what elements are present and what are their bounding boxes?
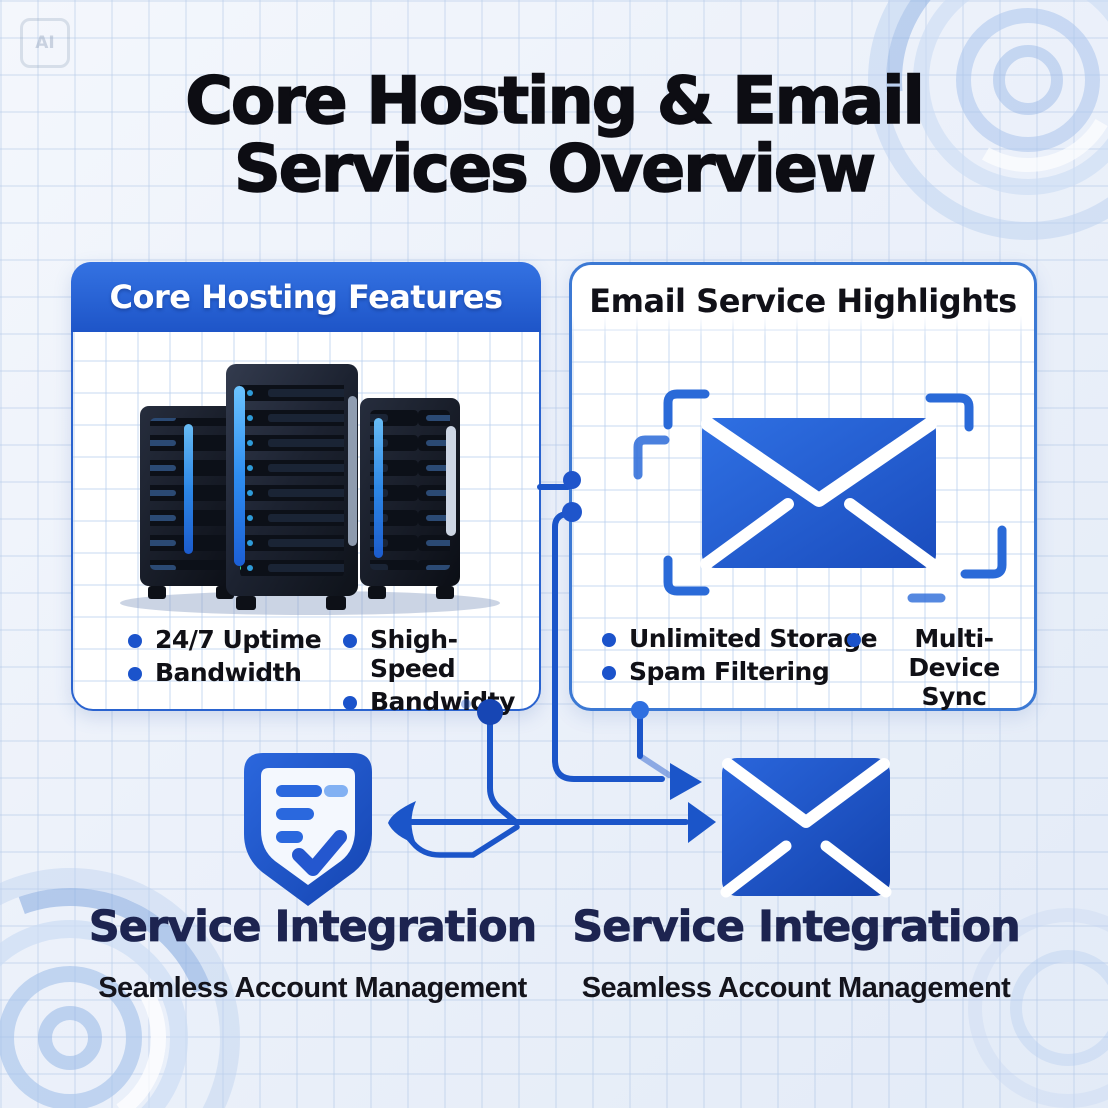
arrowhead-left-icon xyxy=(388,801,416,844)
page-title-line2: Services Overview xyxy=(233,132,877,208)
server-towers-icon xyxy=(120,364,500,615)
bullet-dot-icon xyxy=(128,666,142,681)
hosting-bullets-col2: Shigh-Speed Bandwidty xyxy=(343,625,539,717)
envelope-icon xyxy=(700,417,938,570)
list-item: 24/7 Uptime xyxy=(128,625,322,655)
bullet-label: Spam Filtering xyxy=(629,656,830,686)
integration-left-subtitle: Seamless Account Management xyxy=(98,972,527,1004)
list-item: Bandwidth xyxy=(128,657,321,688)
server-tower-middle xyxy=(226,364,358,610)
ai-watermark-badge: AI xyxy=(20,18,70,68)
email-card-header: Email Service Highlights xyxy=(572,265,1034,337)
page-title-line1: Core Hosting & Email xyxy=(184,64,925,139)
email-highlights-card: Email Service Highlights xyxy=(569,262,1037,711)
list-item: Unlimited Storage xyxy=(602,624,878,654)
bullet-dot-icon xyxy=(343,634,357,648)
arrowhead-right-upper-icon xyxy=(670,763,702,800)
list-item: Multi-Device Sync xyxy=(847,624,1034,711)
hosting-card-header-label: Core Hosting Features xyxy=(109,278,503,316)
list-item: Bandwidty xyxy=(343,686,539,717)
bullet-label: Bandwidth xyxy=(155,657,302,687)
integration-left-title: Service Integration xyxy=(88,902,537,953)
server-tower-right xyxy=(360,398,460,599)
list-item: Spam Filtering xyxy=(602,656,877,687)
bullet-dot-icon xyxy=(128,634,142,648)
bullet-label: 24/7 Uptime xyxy=(155,625,322,654)
bullet-dot-icon xyxy=(847,633,861,647)
list-item: Shigh-Speed xyxy=(343,625,539,684)
shield-checklist-icon xyxy=(244,753,372,906)
hosting-bullets-col1: 24/7 Uptime Bandwidth xyxy=(128,625,322,688)
bullet-dot-icon xyxy=(343,695,357,710)
bullet-dot-icon xyxy=(602,633,616,647)
focus-frame-icon xyxy=(633,389,1007,603)
hosting-features-card: Core Hosting Features xyxy=(71,262,541,715)
envelope-icon xyxy=(720,758,892,898)
bullet-label: Multi-Device Sync xyxy=(908,624,1000,711)
integration-right-title: Service Integration xyxy=(572,902,1021,953)
bullet-label: Shigh-Speed xyxy=(370,625,458,683)
bullet-label: Bandwidty xyxy=(370,686,515,716)
bullet-label: Unlimited Storage xyxy=(629,624,878,653)
arrowhead-right-icon xyxy=(688,802,716,843)
integration-right-subtitle: Seamless Account Management xyxy=(581,972,1011,1004)
server-tower-left xyxy=(140,406,240,599)
email-card-header-label: Email Service Highlights xyxy=(589,282,1017,320)
bullet-dot-icon xyxy=(602,665,616,680)
hosting-card-header: Core Hosting Features xyxy=(71,262,541,332)
email-bullets-col1: Unlimited Storage Spam Filtering xyxy=(602,624,878,687)
envelope-focus-frame-icon xyxy=(633,389,1007,603)
page-title: Core Hosting & Email Services Overview xyxy=(0,64,1108,208)
email-bullets-col2: Multi-Device Sync xyxy=(847,624,1034,711)
